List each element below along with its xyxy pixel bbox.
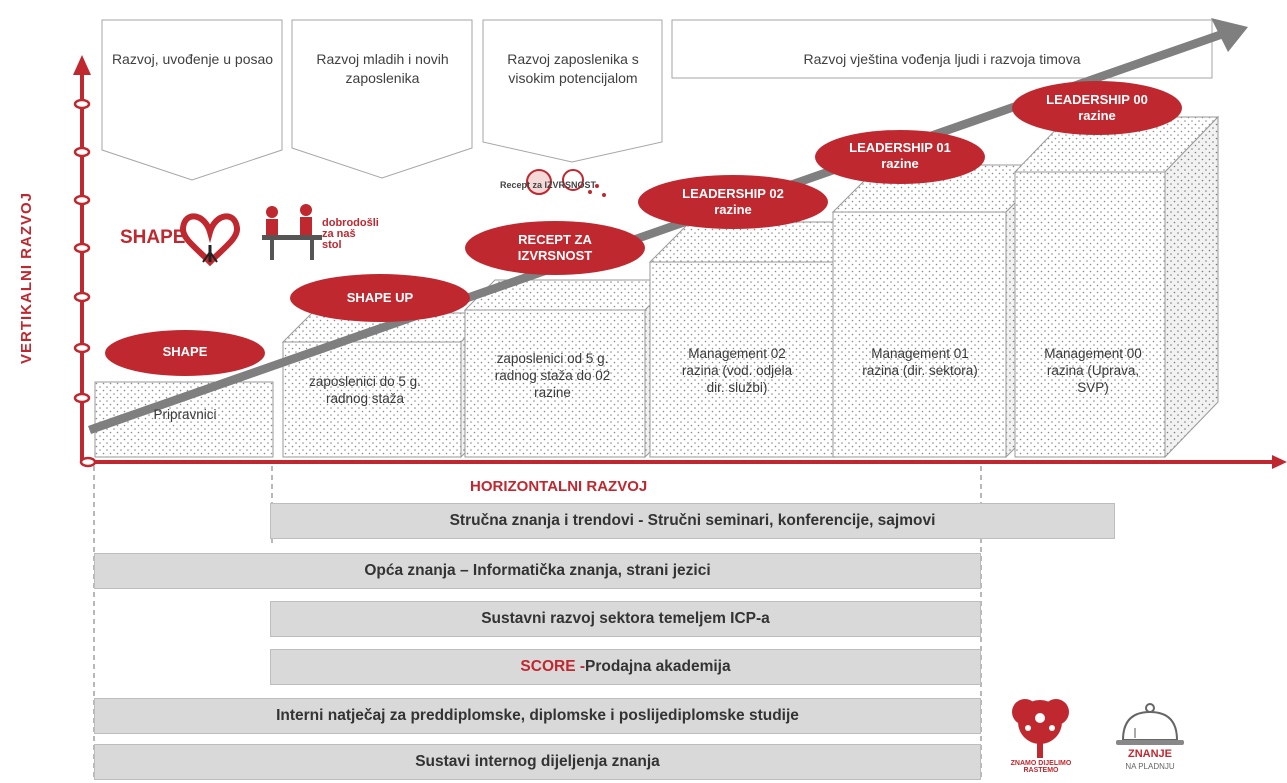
bar-internal-competition: Interni natječaj za preddiplomske, diplo… [94,698,981,734]
oval-leadership-01 [815,130,985,184]
bar-sales-academy: SCORE - Prodajna akademija [270,649,981,685]
callout-3-shape [482,19,663,163]
oval-leadership-01-text: LEADERSHIP 01 razine [849,140,951,171]
vertical-axis-label: VERTIKALNI RAZVOJ [18,192,35,365]
callout-4-text: Razvoj vještina vođenja ljudi i razvoja … [803,51,1081,67]
vertical-axis [73,55,91,462]
oval-leadership-00-text: LEADERSHIP 00 razine [1046,92,1148,123]
oval-leadership-00 [1012,81,1182,135]
callout-2-shape [291,19,473,179]
bar-sales-academy-text: Prodajna akademija [585,658,731,675]
oval-recept [465,221,645,275]
bar-sector-development-text: Sustavni razvoj sektora temeljem ICP-a [481,610,770,627]
level-boxes [94,115,1220,459]
oval-leadership-02-text: LEADERSHIP 02 razine [682,186,784,217]
box-5-text: Management 01 razina (dir. sektora) [862,346,978,378]
znamo-logo-text: ZNAMO DIJELIMO RASTEMO [1010,760,1072,774]
oval-shape-text: SHAPE [162,344,208,359]
callout-2-text: Razvoj mladih i novih zaposlenika [316,51,449,86]
shape-logo-text: SHAPE [120,227,186,248]
welcome-people-icon [262,204,322,260]
welcome-logo-text: dobrodošli za naš stol [322,217,379,251]
bar-knowledge-sharing: Sustavi internog dijeljenja znanja [94,744,981,780]
growth-arrow [88,18,1248,434]
recept-logo-text: Recept za IZVRSNOST [500,180,597,190]
program-ovals [105,81,1182,376]
tree-icon [1012,699,1069,758]
callout-1-shape [101,19,283,181]
znanje-logo-subtitle: NA PLADNJU [1125,762,1175,771]
horizontal-axis [79,455,1287,469]
bar-professional-knowledge-text: Stručna znanja i trendovi - Stručni semi… [449,512,936,529]
bar-general-knowledge: Opća znanja – Informatička znanja, stran… [94,553,981,589]
callout-4-shape [671,19,1213,79]
oval-shape [105,330,265,376]
oval-shape-up-text: SHAPE UP [346,290,414,305]
box-1-text: Pripravnici [153,407,217,422]
bar-internal-competition-text: Interni natječaj za preddiplomske, diplo… [276,707,799,724]
bar-sales-academy-prefix: SCORE - [520,658,585,675]
callout-1-text: Razvoj, uvođenje u posao [111,51,274,67]
callout-shapes [101,19,1213,181]
oval-recept-text: RECEPT ZA IZVRSNOST [517,232,593,263]
znanje-logo-title: ZNANJE [1127,748,1172,760]
recept-chef-icon [526,169,606,197]
box-6-text: Management 00 razina (Uprava, SVP) [1044,346,1142,395]
box-2-text: zaposlenici do 5 g. radnog staža [309,374,421,406]
callout-3-text: Razvoj zaposlenika s visokim potencijalo… [507,51,639,86]
cloche-icon [1116,703,1184,745]
oval-leadership-02 [638,175,828,229]
heart-icon [180,213,240,267]
oval-shape-up [290,274,470,322]
box-4-text: Management 02 razina (vod. odjela dir. s… [681,346,793,395]
bar-knowledge-sharing-text: Sustavi internog dijeljenja znanja [415,753,660,770]
bar-general-knowledge-text: Opća znanja – Informatička znanja, stran… [364,562,711,579]
horizontal-axis-label: HORIZONTALNI RAZVOJ [470,478,648,495]
bar-professional-knowledge: Stručna znanja i trendovi - Stručni semi… [270,503,1115,539]
box-3-text: zaposlenici od 5 g. radnog staža do 02 r… [494,351,611,400]
bar-sector-development: Sustavni razvoj sektora temeljem ICP-a [270,601,981,637]
